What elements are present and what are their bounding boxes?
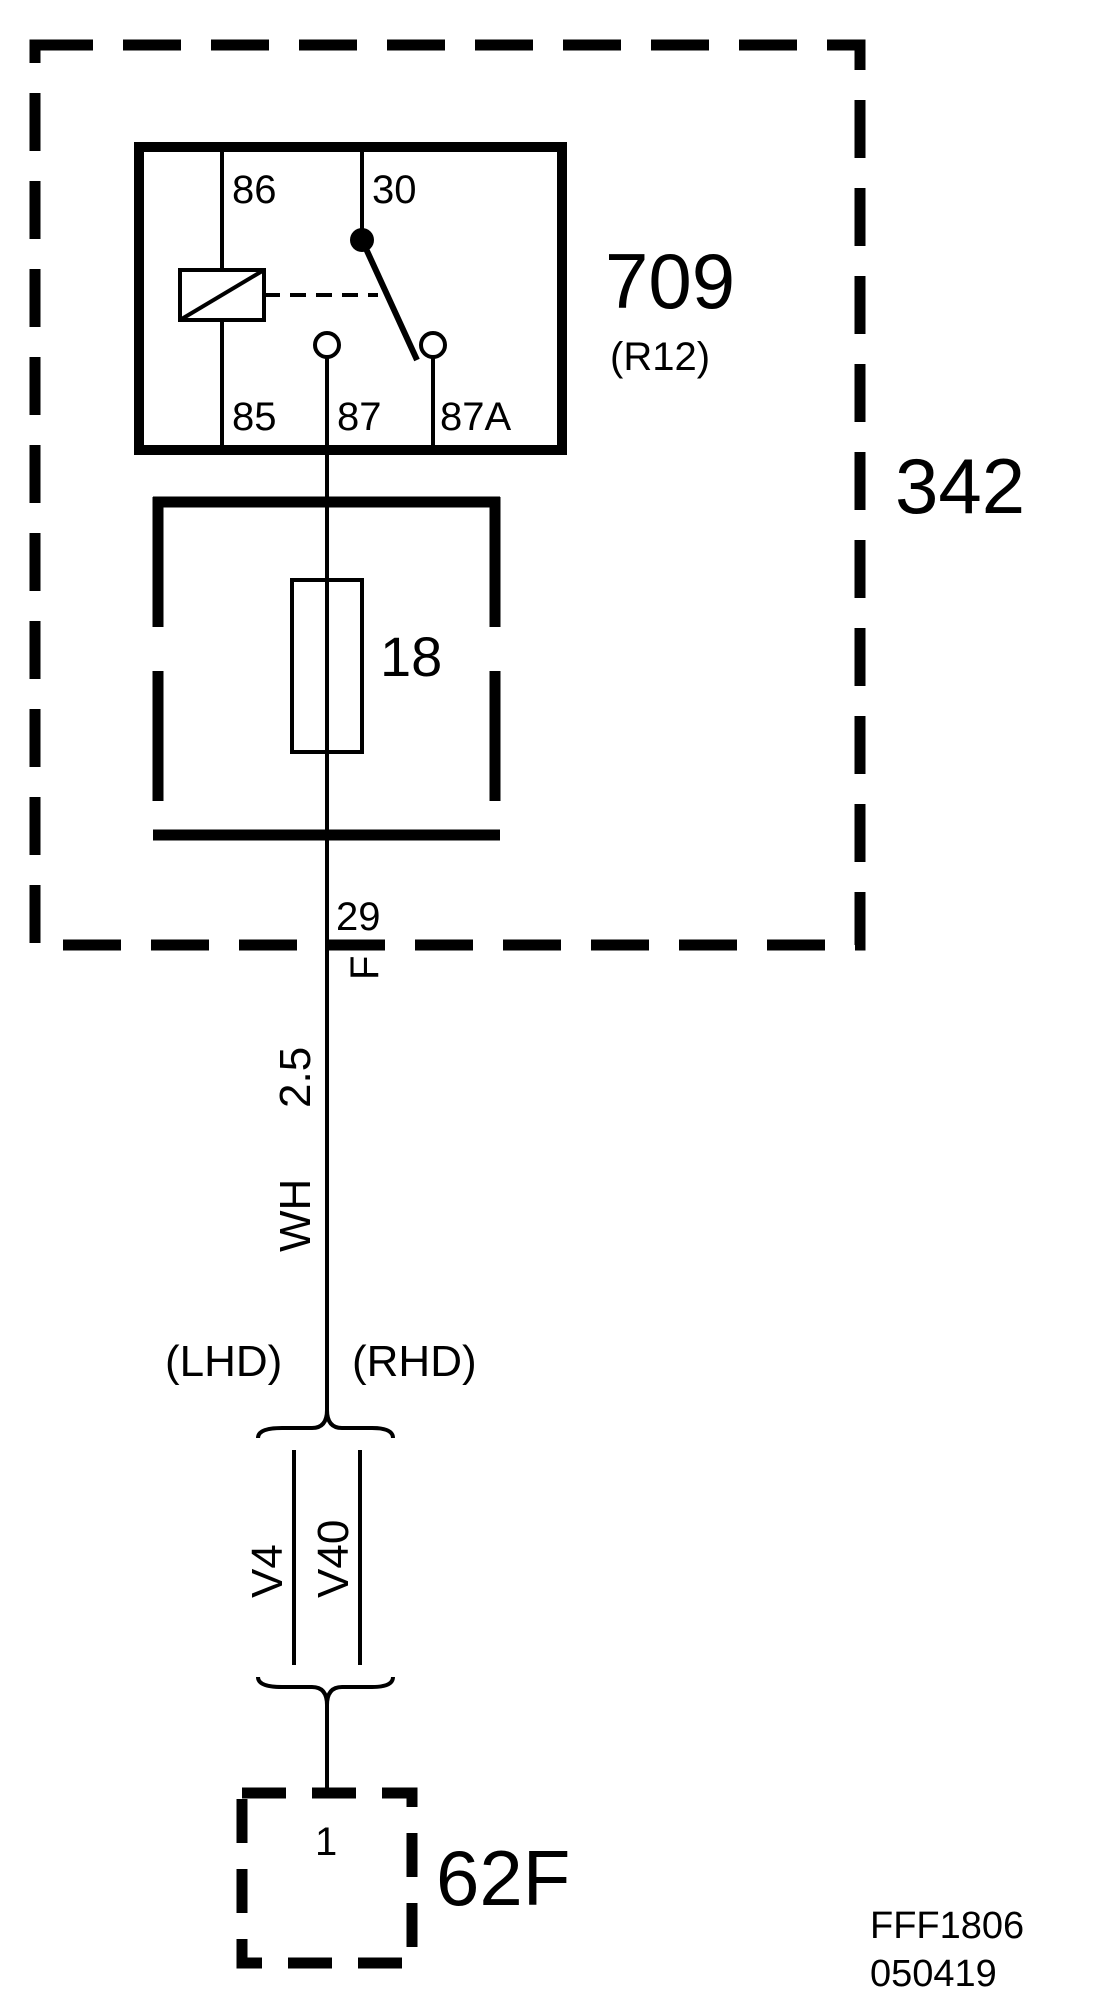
fuse-id-label: 18 <box>380 625 442 688</box>
wire-size-label: 2.5 <box>271 1047 320 1108</box>
wire-color-label: WH <box>271 1179 320 1252</box>
splice-rhd-label: V40 <box>309 1520 358 1598</box>
variant-lhd-label: (LHD) <box>165 1337 282 1386</box>
figure-code-label: FFF1806 <box>870 1905 1024 1947</box>
pin-label-87a: 87A <box>440 395 511 439</box>
splice-lhd-label: V4 <box>243 1544 292 1598</box>
connector-pin-label: 1 <box>315 1820 337 1864</box>
variant-rhd-label: (RHD) <box>352 1337 477 1386</box>
pin-label-86: 86 <box>232 168 277 212</box>
relay-709-box <box>134 142 567 455</box>
pin-label-87: 87 <box>337 395 382 439</box>
connector-code-label: F <box>343 956 387 980</box>
pin-label-30: 30 <box>372 168 417 212</box>
fuse-box-342-outline <box>29 39 866 951</box>
lower-brace <box>256 1676 395 1706</box>
fuse-box-pin-label: 29 <box>336 895 381 939</box>
fuse-box-id-label: 342 <box>895 442 1025 530</box>
relay-id-label: 709 <box>605 237 735 325</box>
relay-switch <box>313 147 447 450</box>
figure-date-label: 050419 <box>870 1953 997 1995</box>
connector-62f-box <box>236 1787 418 1969</box>
connector-id-label: 62F <box>436 1834 570 1922</box>
pin-label-85: 85 <box>232 395 277 439</box>
relay-ref-label: (R12) <box>610 335 710 379</box>
upper-brace <box>256 1409 395 1439</box>
relay-coil <box>178 147 266 450</box>
